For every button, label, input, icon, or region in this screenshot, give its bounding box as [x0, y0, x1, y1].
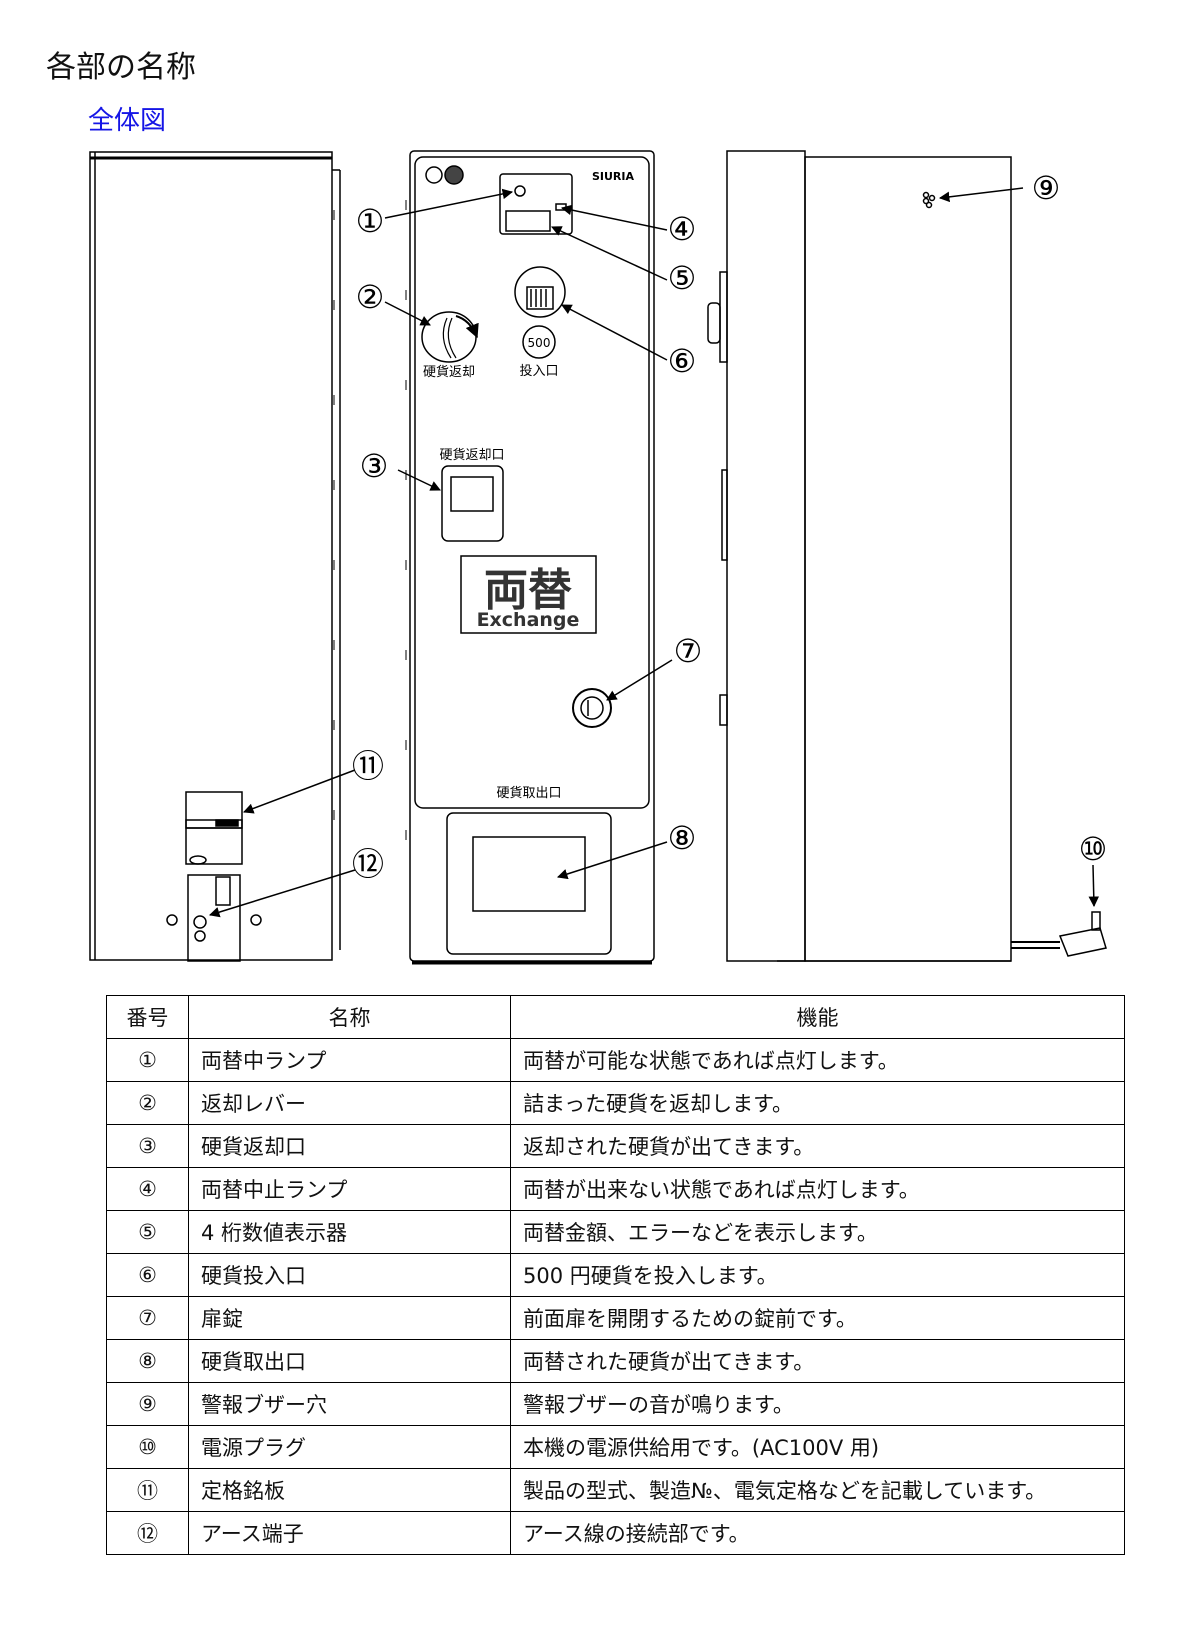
row-name: 警報ブザー穴 — [188, 1382, 511, 1426]
front-view — [409, 150, 655, 965]
callout-8: ⑧ — [668, 819, 697, 857]
row-number: ⑦ — [106, 1296, 189, 1340]
row-name: 両替中ランプ — [188, 1038, 511, 1082]
row-function: 製品の型式、製造№、電気定格などを記載しています。 — [510, 1468, 1125, 1512]
row-function: 返却された硬貨が出てきます。 — [510, 1124, 1125, 1168]
callout-2: ② — [356, 278, 385, 316]
row-function: 本機の電源供給用です。(AC100V 用) — [510, 1425, 1125, 1469]
row-function: 両替された硬貨が出てきます。 — [510, 1339, 1125, 1383]
header-name: 名称 — [188, 995, 511, 1039]
return-lever-label: 硬貨返却 — [423, 364, 475, 380]
row-function: 500 円硬貨を投入します。 — [510, 1253, 1125, 1297]
machine-diagram: SIURIA 硬貨返却 500 投入口 硬貨返却口 両替 Exchange 硬貨… — [0, 140, 1200, 980]
table-header-row: 番号 名称 機能 — [106, 995, 1125, 1039]
callout-12: ⑫ — [352, 845, 384, 883]
right-side-view — [707, 150, 1107, 962]
left-side-view — [89, 151, 341, 962]
row-function: アース線の接続部です。 — [510, 1511, 1125, 1555]
row-number: ① — [106, 1038, 189, 1082]
row-name: 4 桁数値表示器 — [188, 1210, 511, 1254]
row-name: 硬貨投入口 — [188, 1253, 511, 1297]
row-number: ⑨ — [106, 1382, 189, 1426]
callout-9: ⑨ — [1032, 169, 1061, 207]
coin-outlet-label: 硬貨取出口 — [496, 785, 561, 801]
row-name: 硬貨取出口 — [188, 1339, 511, 1383]
row-number: ⑫ — [106, 1511, 189, 1555]
row-function: 詰まった硬貨を返却します。 — [510, 1081, 1125, 1125]
header-number: 番号 — [106, 995, 189, 1039]
row-name: 扉錠 — [188, 1296, 511, 1340]
callout-1: ① — [356, 202, 385, 240]
row-name: 定格銘板 — [188, 1468, 511, 1512]
row-function: 前面扉を開閉するための錠前です。 — [510, 1296, 1125, 1340]
coin-insert-label: 投入口 — [519, 363, 558, 379]
row-name: 硬貨返却口 — [188, 1124, 511, 1168]
row-number: ⑩ — [106, 1425, 189, 1469]
row-number: ④ — [106, 1167, 189, 1211]
callout-7: ⑦ — [674, 632, 703, 670]
row-function: 両替金額、エラーなどを表示します。 — [510, 1210, 1125, 1254]
row-number: ② — [106, 1081, 189, 1125]
section-title: 全体図 — [88, 106, 167, 136]
row-number: ⑪ — [106, 1468, 189, 1512]
exchange-jp-label: 両替 — [484, 565, 572, 616]
exchange-en-label: Exchange — [477, 609, 580, 631]
row-name: アース端子 — [188, 1511, 511, 1555]
header-function: 機能 — [510, 995, 1125, 1039]
row-function: 両替が可能な状態であれば点灯します。 — [510, 1038, 1125, 1082]
callout-11: ⑪ — [352, 747, 384, 785]
page-title: 各部の名称 — [46, 50, 196, 85]
callout-4: ④ — [668, 210, 697, 248]
coin-value-label: 500 — [528, 336, 551, 350]
row-function: 両替が出来ない状態であれば点灯します。 — [510, 1167, 1125, 1211]
row-number: ⑤ — [106, 1210, 189, 1254]
callout-numbers: ① ② ③ ④ ⑤ ⑥ ⑦ ⑧ ⑨ ⑩ ⑪ ⑫ — [352, 169, 1107, 883]
brand-logo: SIURIA — [592, 170, 635, 183]
row-number: ③ — [106, 1124, 189, 1168]
callout-3: ③ — [360, 447, 389, 485]
row-number: ⑧ — [106, 1339, 189, 1383]
row-function: 警報ブザーの音が鳴ります。 — [510, 1382, 1125, 1426]
callout-10: ⑩ — [1079, 830, 1108, 868]
callout-6: ⑥ — [668, 342, 697, 380]
row-number: ⑥ — [106, 1253, 189, 1297]
return-slot-label: 硬貨返却口 — [439, 447, 504, 463]
callout-5: ⑤ — [668, 259, 697, 297]
row-name: 返却レバー — [188, 1081, 511, 1125]
row-name: 両替中止ランプ — [188, 1167, 511, 1211]
row-name: 電源プラグ — [188, 1425, 511, 1469]
callout-arrows — [208, 187, 1100, 918]
